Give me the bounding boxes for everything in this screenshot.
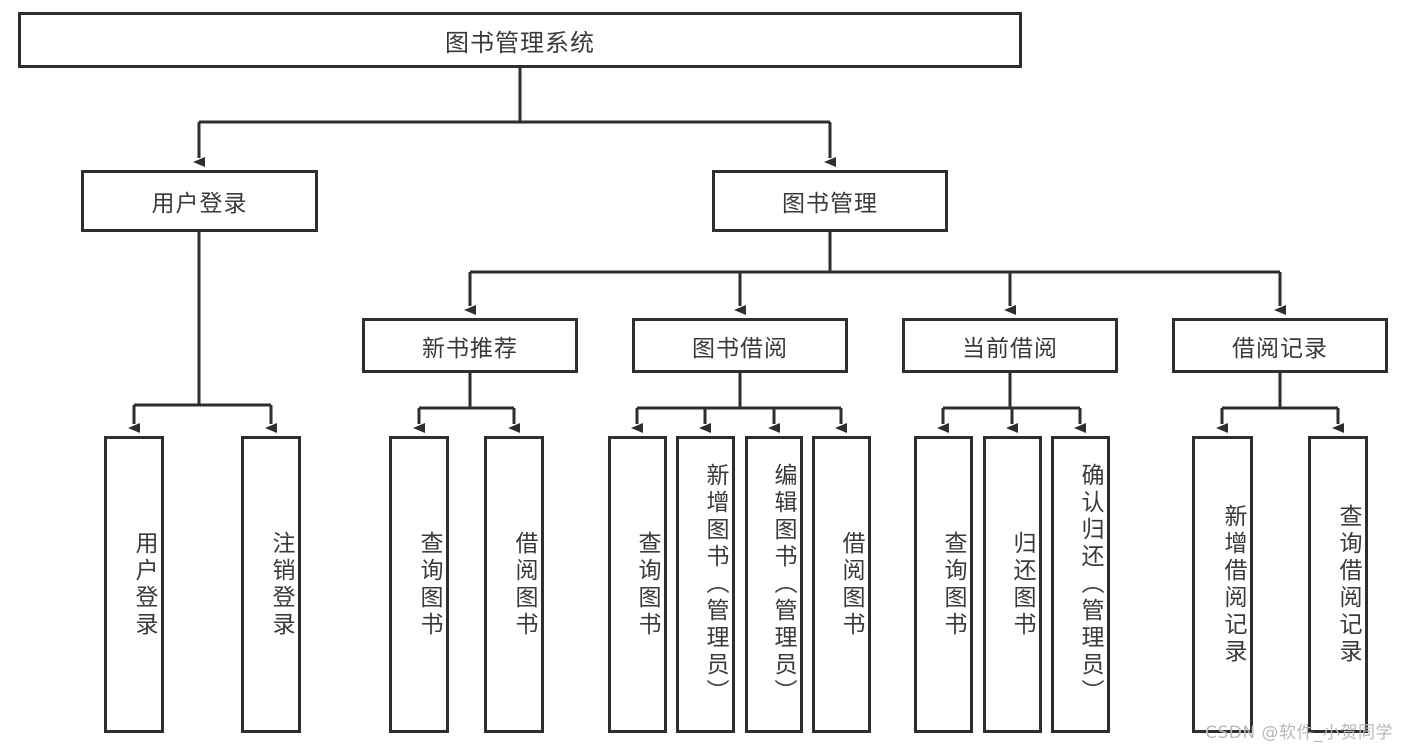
- node-leaf-5[interactable]: 新增图书（管理员）: [676, 436, 735, 733]
- node-leaf-1[interactable]: 注销登录: [241, 436, 301, 733]
- node-level3-1[interactable]: 图书借阅: [632, 318, 848, 373]
- node-level3-0[interactable]: 新书推荐: [362, 318, 578, 373]
- node-leaf-10[interactable]: 确认归还（管理员）: [1051, 436, 1110, 733]
- node-level3-2[interactable]: 当前借阅: [902, 318, 1118, 373]
- node-leaf-3[interactable]: 借阅图书: [484, 436, 544, 733]
- node-leaf-7[interactable]: 借阅图书: [812, 436, 871, 733]
- node-leaf-12[interactable]: 查询借阅记录: [1308, 436, 1368, 733]
- node-leaf-11[interactable]: 新增借阅记录: [1192, 436, 1253, 733]
- node-level2-0[interactable]: 用户登录: [81, 170, 318, 232]
- watermark-text: CSDN @软件_小贺同学: [1205, 723, 1393, 743]
- node-leaf-4[interactable]: 查询图书: [608, 436, 667, 733]
- node-leaf-0[interactable]: 用户登录: [104, 436, 164, 733]
- node-leaf-9[interactable]: 归还图书: [983, 436, 1042, 733]
- node-level3-3[interactable]: 借阅记录: [1172, 318, 1388, 373]
- node-root[interactable]: 图书管理系统: [18, 12, 1022, 68]
- node-level2-1[interactable]: 图书管理: [712, 170, 948, 232]
- node-leaf-2[interactable]: 查询图书: [389, 436, 449, 733]
- node-leaf-8[interactable]: 查询图书: [914, 436, 973, 733]
- node-leaf-6[interactable]: 编辑图书（管理员）: [745, 436, 803, 733]
